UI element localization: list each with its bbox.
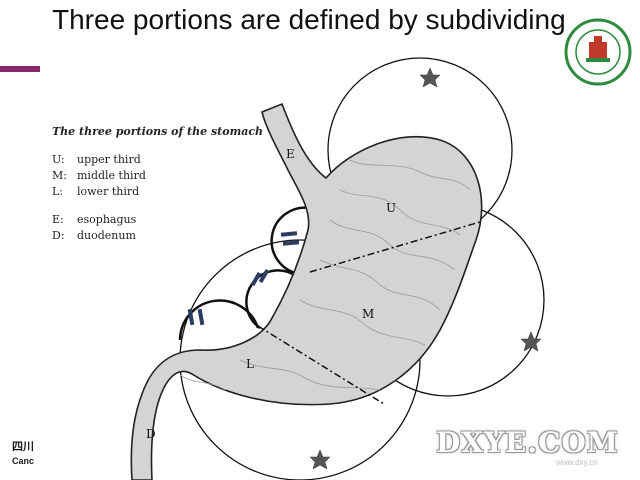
label-esophagus: E: [286, 147, 295, 161]
watermark: DXYE.COM: [436, 426, 619, 459]
footer-line-2: Canc: [12, 456, 35, 466]
label-upper: U: [386, 201, 396, 215]
footer-institution: 四川 Canc: [12, 440, 34, 468]
label-duodenum: D: [146, 427, 156, 441]
clamp-1b: [282, 240, 300, 246]
label-middle: M: [362, 307, 374, 321]
legend-item-duodenum: D:duodenum: [52, 229, 136, 242]
node-star-2: [520, 331, 542, 352]
clamp-3a: [187, 308, 195, 326]
clamp-2b: [258, 268, 270, 284]
lesser-arc-1: [270, 206, 311, 276]
lymph-node-markers: [309, 67, 542, 470]
legend-item-upper: U:upper third: [52, 153, 141, 166]
legend-title: The three portions of the stomach: [52, 125, 264, 138]
legend-item-middle: M:middle third: [52, 169, 146, 182]
mucosa-texture: [179, 159, 471, 391]
legend: The three portions of the stomach U:uppe…: [52, 124, 263, 244]
logo-tower: [594, 36, 602, 42]
node-star-3: [309, 449, 331, 470]
slide-title: Three portions are defined by subdividin…: [52, 4, 566, 35]
divider-middle-lower: [257, 325, 385, 405]
label-lower: L: [246, 357, 254, 371]
clamp-1a: [280, 231, 298, 237]
footer-line-1: 四川: [12, 441, 34, 453]
clamp-markers: [187, 231, 300, 326]
clamp-3b: [197, 308, 205, 326]
legend-item-lower: L:lower third: [52, 185, 140, 198]
university-logo: [564, 18, 632, 86]
stomach-body: [130, 102, 483, 480]
watermark-sub: www.dxy.cn: [556, 458, 598, 467]
logo-building: [589, 42, 607, 58]
node-star-1: [419, 67, 441, 88]
clamp-2a: [250, 271, 262, 287]
lesser-arc-3: [178, 299, 260, 341]
logo-base: [586, 58, 610, 62]
legend-item-esophagus: E:esophagus: [52, 213, 137, 226]
accent-bar: [0, 66, 40, 72]
logo-inner-ring: [575, 29, 621, 75]
